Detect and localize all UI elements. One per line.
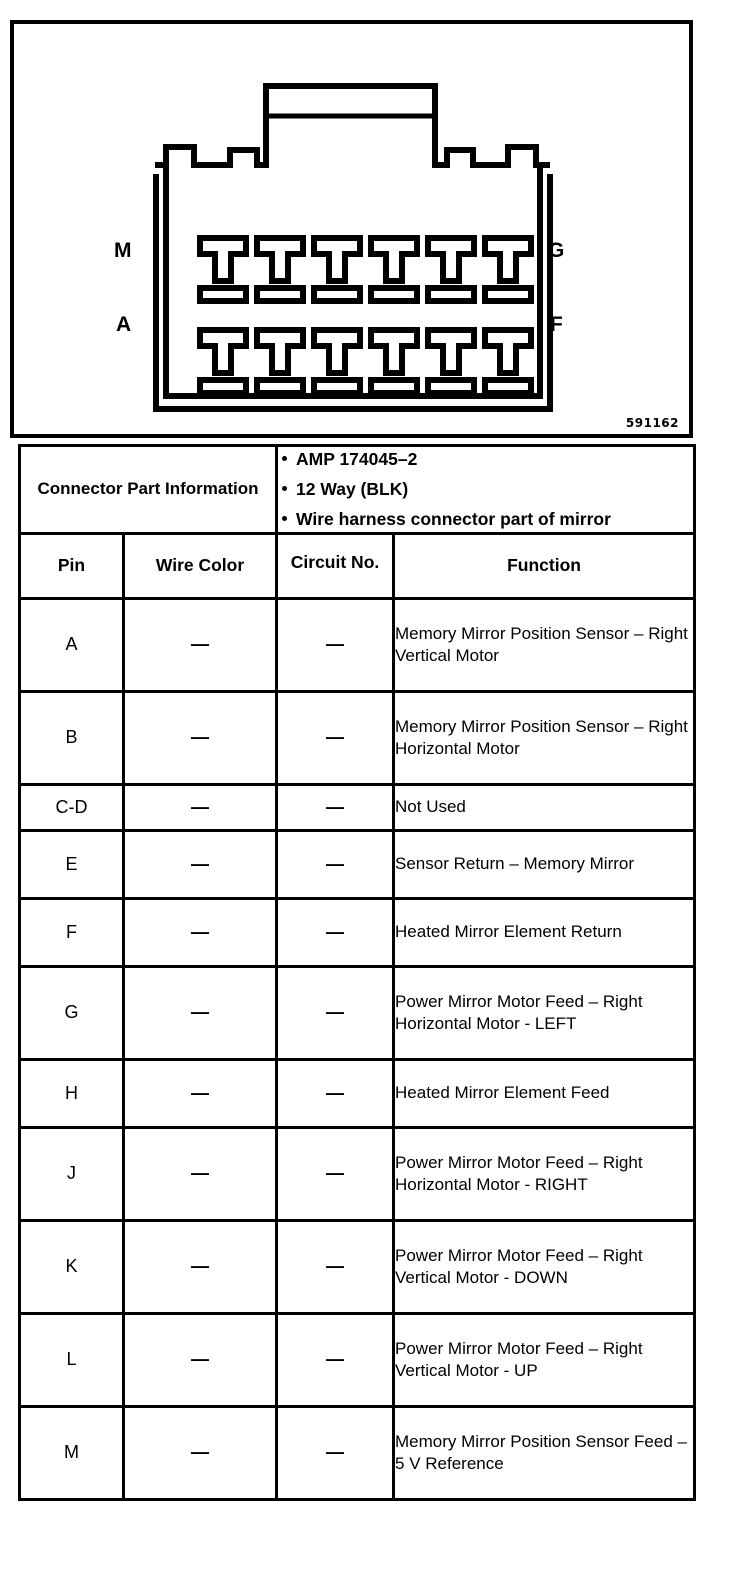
connector-label-bottom-right: F [550,313,563,336]
cell-function: Power Mirror Motor Feed – Right Horizont… [392,964,697,1061]
cell-function: Not Used [392,782,697,832]
connector-part-information-bullets: AMP 174045–2 12 Way (BLK) Wire harness c… [275,444,697,535]
column-header-function: Function [392,531,697,600]
table-row: F — — Heated Mirror Element Return [18,896,697,968]
connector-drawing [153,83,553,412]
cell-circuit-no: — [275,1311,396,1408]
table-header-row: Pin Wire Color Circuit No. Function [18,531,697,600]
cell-circuit-no: — [275,596,396,693]
cell-circuit-no: — [275,1125,396,1222]
cell-wire-color: — [121,689,279,786]
connector-label-top-left: M [114,239,132,262]
table-row: C-D — — Not Used [18,782,697,832]
cell-circuit-no: — [275,896,396,968]
cell-pin: C-D [18,782,125,832]
cell-function: Power Mirror Motor Feed – Right Horizont… [392,1125,697,1222]
table-row: G — — Power Mirror Motor Feed – Right Ho… [18,964,697,1061]
table-row: L — — Power Mirror Motor Feed – Right Ve… [18,1311,697,1408]
cell-circuit-no: — [275,782,396,832]
cell-circuit-no: — [275,828,396,900]
table-row: E — — Sensor Return – Memory Mirror [18,828,697,900]
cell-wire-color: — [121,964,279,1061]
cell-wire-color: — [121,1125,279,1222]
cell-pin: F [18,896,125,968]
cell-wire-color: — [121,782,279,832]
column-header-circuit-no: Circuit No. [275,531,396,600]
cell-wire-color: — [121,1404,279,1501]
table-row: A — — Memory Mirror Position Sensor – Ri… [18,596,697,693]
cell-wire-color: — [121,1311,279,1408]
connector-part-bullet: Wire harness connector part of mirror [282,507,693,532]
cell-wire-color: — [121,596,279,693]
cell-function: Heated Mirror Element Return [392,896,697,968]
connector-part-information-label: Connector Part Information [17,444,279,535]
connector-part-information-row: Connector Part Information AMP 174045–2 … [17,444,697,535]
figure-id: 591162 [625,416,679,430]
cell-pin: L [18,1311,125,1408]
column-header-pin: Pin [18,531,125,600]
cell-circuit-no: — [275,964,396,1061]
cell-wire-color: — [121,896,279,968]
table-row: J — — Power Mirror Motor Feed – Right Ho… [18,1125,697,1222]
table-row: M — — Memory Mirror Position Sensor Feed… [18,1404,697,1501]
cell-circuit-no: — [275,1404,396,1501]
column-header-wire-color: Wire Color [121,531,279,600]
cell-pin: J [18,1125,125,1222]
cell-pin: B [18,689,125,786]
cell-function: Memory Mirror Position Sensor – Right Ve… [392,596,697,693]
connector-label-bottom-left: A [116,313,132,336]
connector-part-bullet: 12 Way (BLK) [282,477,693,502]
cell-circuit-no: — [275,1057,396,1129]
table-row: B — — Memory Mirror Position Sensor – Ri… [18,689,697,786]
cell-pin: H [18,1057,125,1129]
cell-wire-color: — [121,1057,279,1129]
cell-function: Power Mirror Motor Feed – Right Vertical… [392,1218,697,1315]
cell-pin: G [18,964,125,1061]
cell-wire-color: — [121,828,279,900]
connector-part-bullet: AMP 174045–2 [282,447,693,472]
cell-function: Sensor Return – Memory Mirror [392,828,697,900]
cell-pin: M [18,1404,125,1501]
table-row: H — — Heated Mirror Element Feed [18,1057,697,1129]
cell-pin: K [18,1218,125,1315]
cell-function: Memory Mirror Position Sensor Feed – 5 V… [392,1404,697,1501]
cell-pin: E [18,828,125,900]
cell-pin: A [18,596,125,693]
cell-circuit-no: — [275,689,396,786]
connector-pinout-table: Connector Part Information AMP 174045–2 … [17,444,697,1501]
cell-circuit-no: — [275,1218,396,1315]
cell-function: Memory Mirror Position Sensor – Right Ho… [392,689,697,786]
cell-function: Power Mirror Motor Feed – Right Vertical… [392,1311,697,1408]
connector-diagram-frame: M A G F 591162 [10,20,693,438]
table-row: K — — Power Mirror Motor Feed – Right Ve… [18,1218,697,1315]
cell-function: Heated Mirror Element Feed [392,1057,697,1129]
cell-wire-color: — [121,1218,279,1315]
connector-label-top-right: G [548,239,565,262]
